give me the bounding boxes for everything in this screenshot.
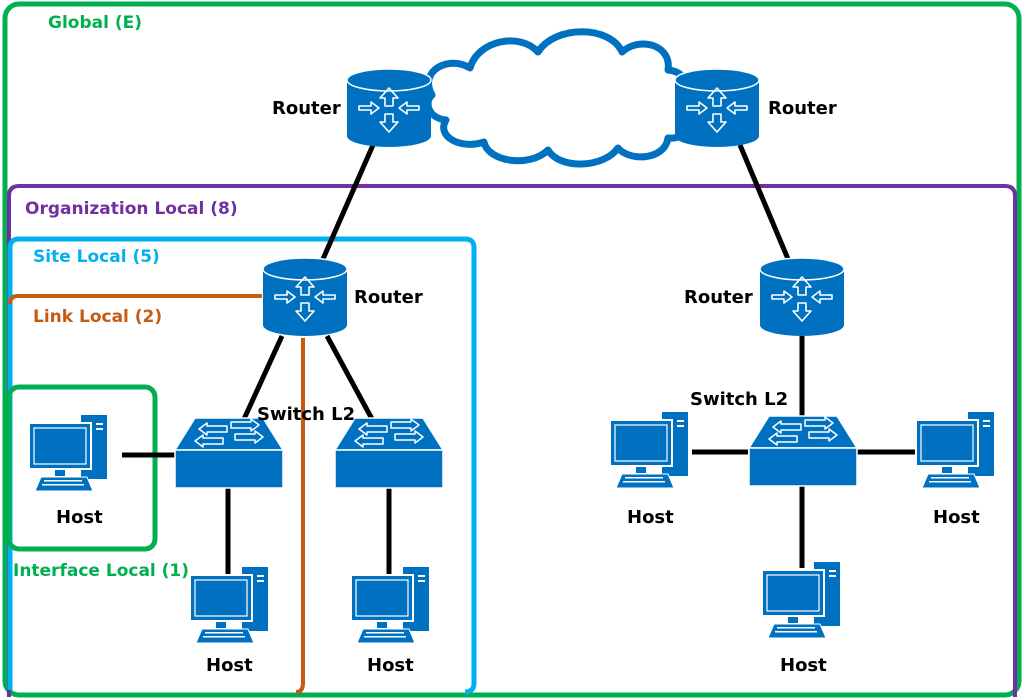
scope-organization-label: Organization Local (8) [25,199,238,219]
router-right-label: Router [684,287,753,308]
router-site-icon[interactable] [262,257,348,337]
switch-right-label: Switch L2 [690,389,788,410]
router-top-right-label: Router [768,98,837,119]
scope-site-label: Site Local (5) [33,247,160,267]
switch-left-icon[interactable] [174,417,284,489]
link-site-router-to-switch-mid [324,334,375,421]
host-interface-label: Host [56,507,103,528]
host-right-right-icon[interactable] [915,411,995,489]
host-interface-icon[interactable] [28,414,108,492]
scope-interface-label: Interface Local (1) [13,561,189,581]
router-top-left-icon[interactable] [346,68,432,148]
scope-site-boundary [7,236,477,695]
link-router-tl-to-site-router [320,143,376,261]
router-top-right-icon[interactable] [674,68,760,148]
scope-organization-boundary [7,184,1017,697]
switch-left-label: Switch L2 [257,404,355,425]
internet-cloud-icon [424,28,693,168]
host-mid-bottom-icon[interactable] [350,566,430,644]
switch-mid-icon[interactable] [334,417,444,489]
host-mid-bottom-label: Host [367,655,414,676]
scope-link-boundary [8,294,262,305]
host-left-bottom-label: Host [206,655,253,676]
scope-global-label: Global (E) [48,13,142,33]
switch-right-icon[interactable] [748,415,858,487]
router-site-label: Router [354,287,423,308]
link-router-tr-to-right-router [737,144,791,260]
host-right-bottom-label: Host [780,655,827,676]
host-right-bottom-icon[interactable] [761,561,841,639]
scope-link-boundary-vertical [295,338,305,694]
link-site-router-to-switch-left [241,334,285,421]
router-top-left-label: Router [272,98,341,119]
scope-interface-boundary [6,384,158,552]
host-right-left-label: Host [627,507,674,528]
router-right-icon[interactable] [759,257,845,337]
host-left-bottom-icon[interactable] [189,566,269,644]
scope-link-label: Link Local (2) [33,307,162,327]
host-right-left-icon[interactable] [609,411,689,489]
host-right-right-label: Host [933,507,980,528]
